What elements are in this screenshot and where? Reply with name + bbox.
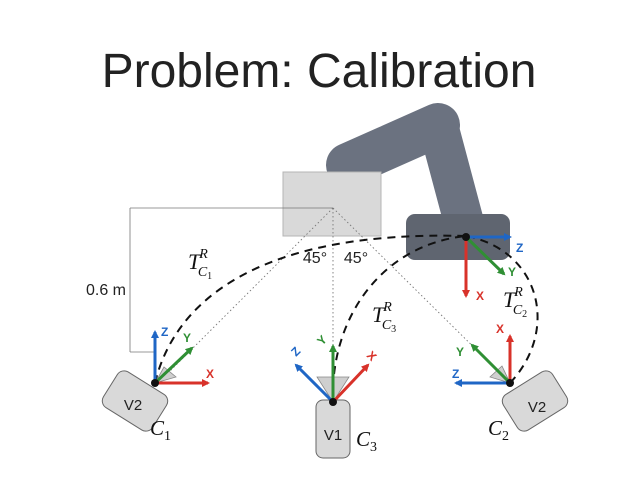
camera-c2-origin xyxy=(506,379,514,387)
camera-c2-x-label: X xyxy=(496,322,504,336)
camera-c1-body xyxy=(101,370,169,432)
gripper-z-label: Z xyxy=(516,241,523,255)
camera-c2-body xyxy=(501,370,569,432)
camera-c1-z-label: Z xyxy=(161,325,168,339)
transform-curve-c1 xyxy=(154,234,467,384)
camera-c2-y-label: Y xyxy=(456,345,464,359)
robot-base-box xyxy=(282,171,382,237)
camera-c3-name: V1 xyxy=(324,427,342,444)
camera-c3-z-label: Z xyxy=(288,344,303,359)
camera-c3-z-axis xyxy=(294,363,335,404)
camera-c1-x-label: X xyxy=(206,367,214,381)
gripper-origin xyxy=(462,233,470,241)
camera-c2: V2 X Y Z C2 xyxy=(452,322,569,444)
camera-c3-y-label: Y xyxy=(314,333,330,349)
distance-label: 0.6 m xyxy=(86,282,126,299)
sight-lines xyxy=(157,207,511,402)
camera-c1-symbol: C1 xyxy=(150,416,171,444)
camera-c1: V2 X Y Z C1 xyxy=(101,325,214,444)
gripper-y-axis xyxy=(464,235,506,276)
gripper-frame: X Y Z xyxy=(462,233,523,303)
camera-c3-x-label: X xyxy=(364,348,380,364)
robot-forearm-link xyxy=(418,105,486,250)
camera-c2-y-axis xyxy=(470,343,512,385)
sight-line-left xyxy=(157,207,334,384)
camera-c3-x-axis xyxy=(331,363,370,404)
slide-title: Problem: Calibration xyxy=(101,45,537,98)
camera-c1-name: V2 xyxy=(124,397,142,414)
distance-dimension: 0.6 m xyxy=(86,207,333,353)
gripper-x-label: X xyxy=(476,289,484,303)
camera-c2-z-label: Z xyxy=(452,367,459,381)
camera-c1-y-label: Y xyxy=(183,331,191,345)
angle-right-label: 45° xyxy=(344,250,368,267)
camera-c1-y-axis xyxy=(153,346,194,385)
camera-c3-origin xyxy=(329,398,337,406)
camera-c3: V1 X Y Z C3 xyxy=(288,333,380,459)
sight-line-right xyxy=(332,207,511,384)
camera-c1-origin xyxy=(151,379,159,387)
camera-c2-name: V2 xyxy=(528,399,546,416)
camera-c2-symbol: C2 xyxy=(488,416,509,444)
camera-c3-symbol: C3 xyxy=(356,427,377,455)
angle-left-label: 45° xyxy=(303,250,327,267)
gripper-y-label: Y xyxy=(508,265,516,279)
